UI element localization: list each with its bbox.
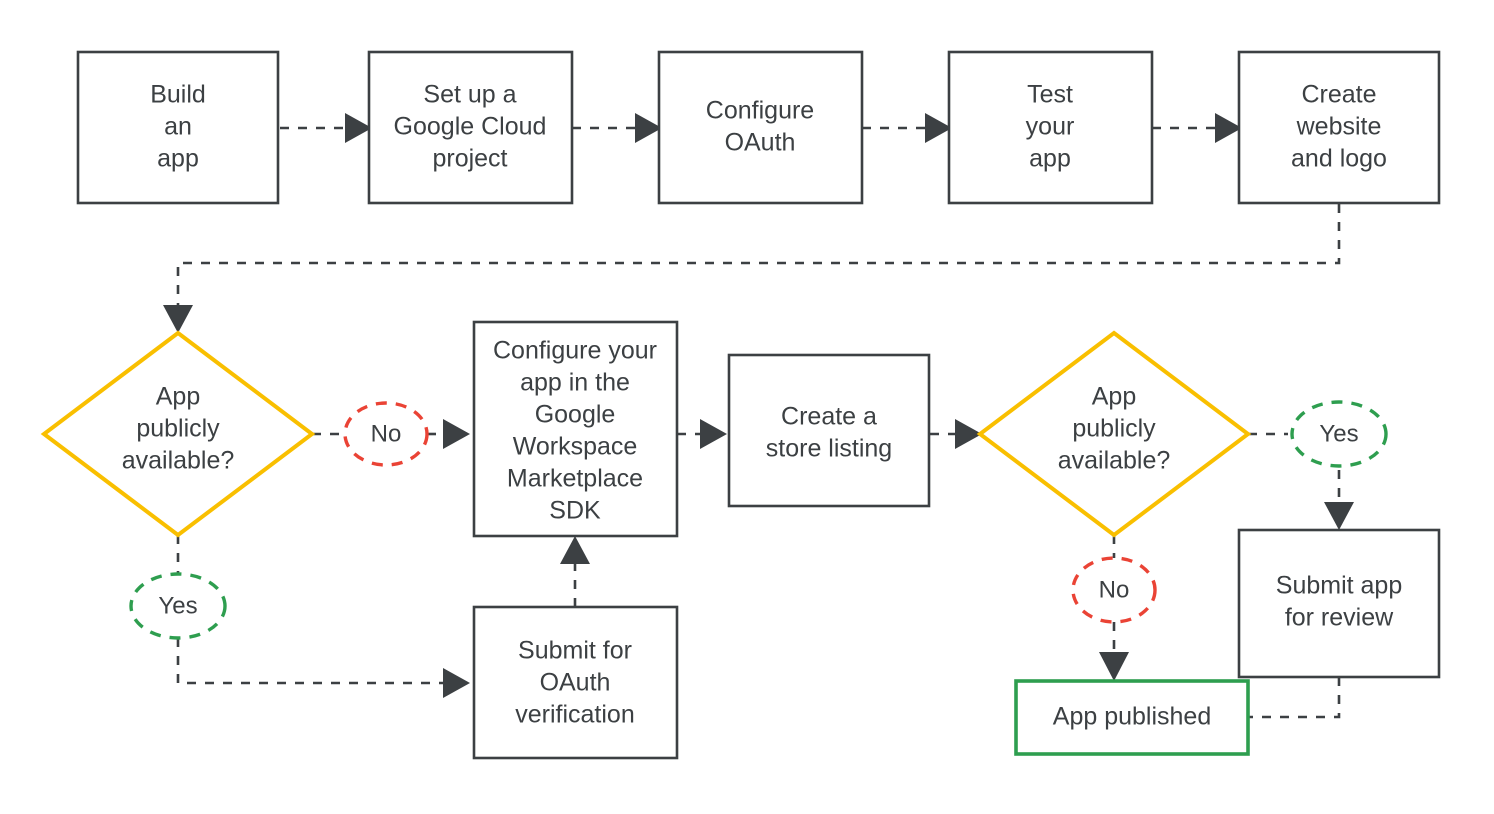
edge-label-yes-2: Yes (1290, 400, 1388, 468)
node-build-an-app[interactable]: Build an app (76, 50, 280, 205)
edge-test-to-website (1152, 113, 1242, 143)
node-label: app in the (520, 369, 630, 397)
edge-decision2-yes-to-submit-review (1248, 432, 1354, 530)
edge-oauth-verification-to-sdk (560, 536, 590, 607)
node-label: available? (1058, 447, 1171, 475)
node-label: store listing (766, 435, 892, 463)
edge-label-no-2: No (1071, 556, 1157, 624)
edge-decision1-yes-to-oauth-verification (176, 535, 470, 698)
edge-label-text: No (371, 420, 402, 447)
node-label: OAuth (725, 129, 796, 157)
node-label: project (432, 145, 507, 173)
node-app-published[interactable]: App published (1014, 679, 1250, 756)
node-set-up-google-cloud-project[interactable]: Set up a Google Cloud project (367, 50, 574, 205)
node-configure-app-marketplace-sdk[interactable]: Configure your app in the Google Workspa… (472, 320, 679, 538)
node-label: and logo (1291, 145, 1387, 173)
node-submit-app-for-review[interactable]: Submit app for review (1237, 528, 1441, 679)
node-label: Submit app (1276, 572, 1402, 600)
node-label: SDK (549, 497, 601, 525)
edge-oauth-to-test (862, 113, 952, 143)
node-label: Google (535, 401, 616, 429)
edge-decision2-no-to-published (1099, 535, 1129, 681)
edge-decision1-no-to-sdk (312, 419, 470, 449)
node-label: Create a (781, 403, 877, 431)
node-label: Workspace (513, 433, 638, 461)
node-test-your-app[interactable]: Test your app (947, 50, 1154, 205)
node-label: available? (122, 447, 235, 475)
node-label: for review (1285, 604, 1394, 632)
node-create-store-listing[interactable]: Create a store listing (727, 353, 931, 508)
edge-sdk-to-store-listing (677, 419, 727, 449)
edge-label-text: No (1099, 576, 1130, 603)
node-label: Configure (706, 97, 814, 125)
node-label: Submit for (518, 637, 632, 665)
node-label: App published (1053, 703, 1211, 731)
node-label: Build (150, 81, 206, 109)
edge-website-to-decision1 (163, 204, 1341, 333)
node-decision-app-publicly-available-2[interactable]: App publicly available? (976, 330, 1252, 538)
node-label: App (156, 383, 200, 411)
node-label: publicly (136, 415, 220, 443)
node-label: verification (515, 701, 635, 729)
node-label: an (164, 113, 192, 141)
edge-label-text: Yes (1319, 420, 1358, 447)
edge-gcp-to-oauth (572, 113, 662, 143)
edge-label-text: Yes (158, 592, 197, 619)
node-label: Set up a (423, 81, 516, 109)
node-label: Configure your (493, 337, 657, 365)
node-label: Create (1301, 81, 1376, 109)
edge-label-no-1: No (343, 401, 429, 467)
node-label: website (1296, 113, 1382, 141)
node-label: publicly (1072, 415, 1156, 443)
node-configure-oauth[interactable]: Configure OAuth (657, 50, 864, 205)
edge-store-listing-to-decision2 (930, 419, 982, 449)
node-label: app (157, 145, 199, 173)
node-label: your (1026, 113, 1075, 141)
node-label: Test (1027, 81, 1073, 109)
edge-label-yes-1: Yes (129, 572, 227, 640)
node-label: Google Cloud (394, 113, 547, 141)
node-label: Marketplace (507, 465, 643, 493)
edge-build-to-gcp (280, 113, 372, 143)
node-submit-oauth-verification[interactable]: Submit for OAuth verification (472, 605, 679, 760)
node-create-website-and-logo[interactable]: Create website and logo (1237, 50, 1441, 205)
node-label: app (1029, 145, 1071, 173)
node-decision-app-publicly-available-1[interactable]: App publicly available? (40, 330, 316, 538)
node-label: OAuth (540, 669, 611, 697)
node-label: App (1092, 383, 1136, 411)
